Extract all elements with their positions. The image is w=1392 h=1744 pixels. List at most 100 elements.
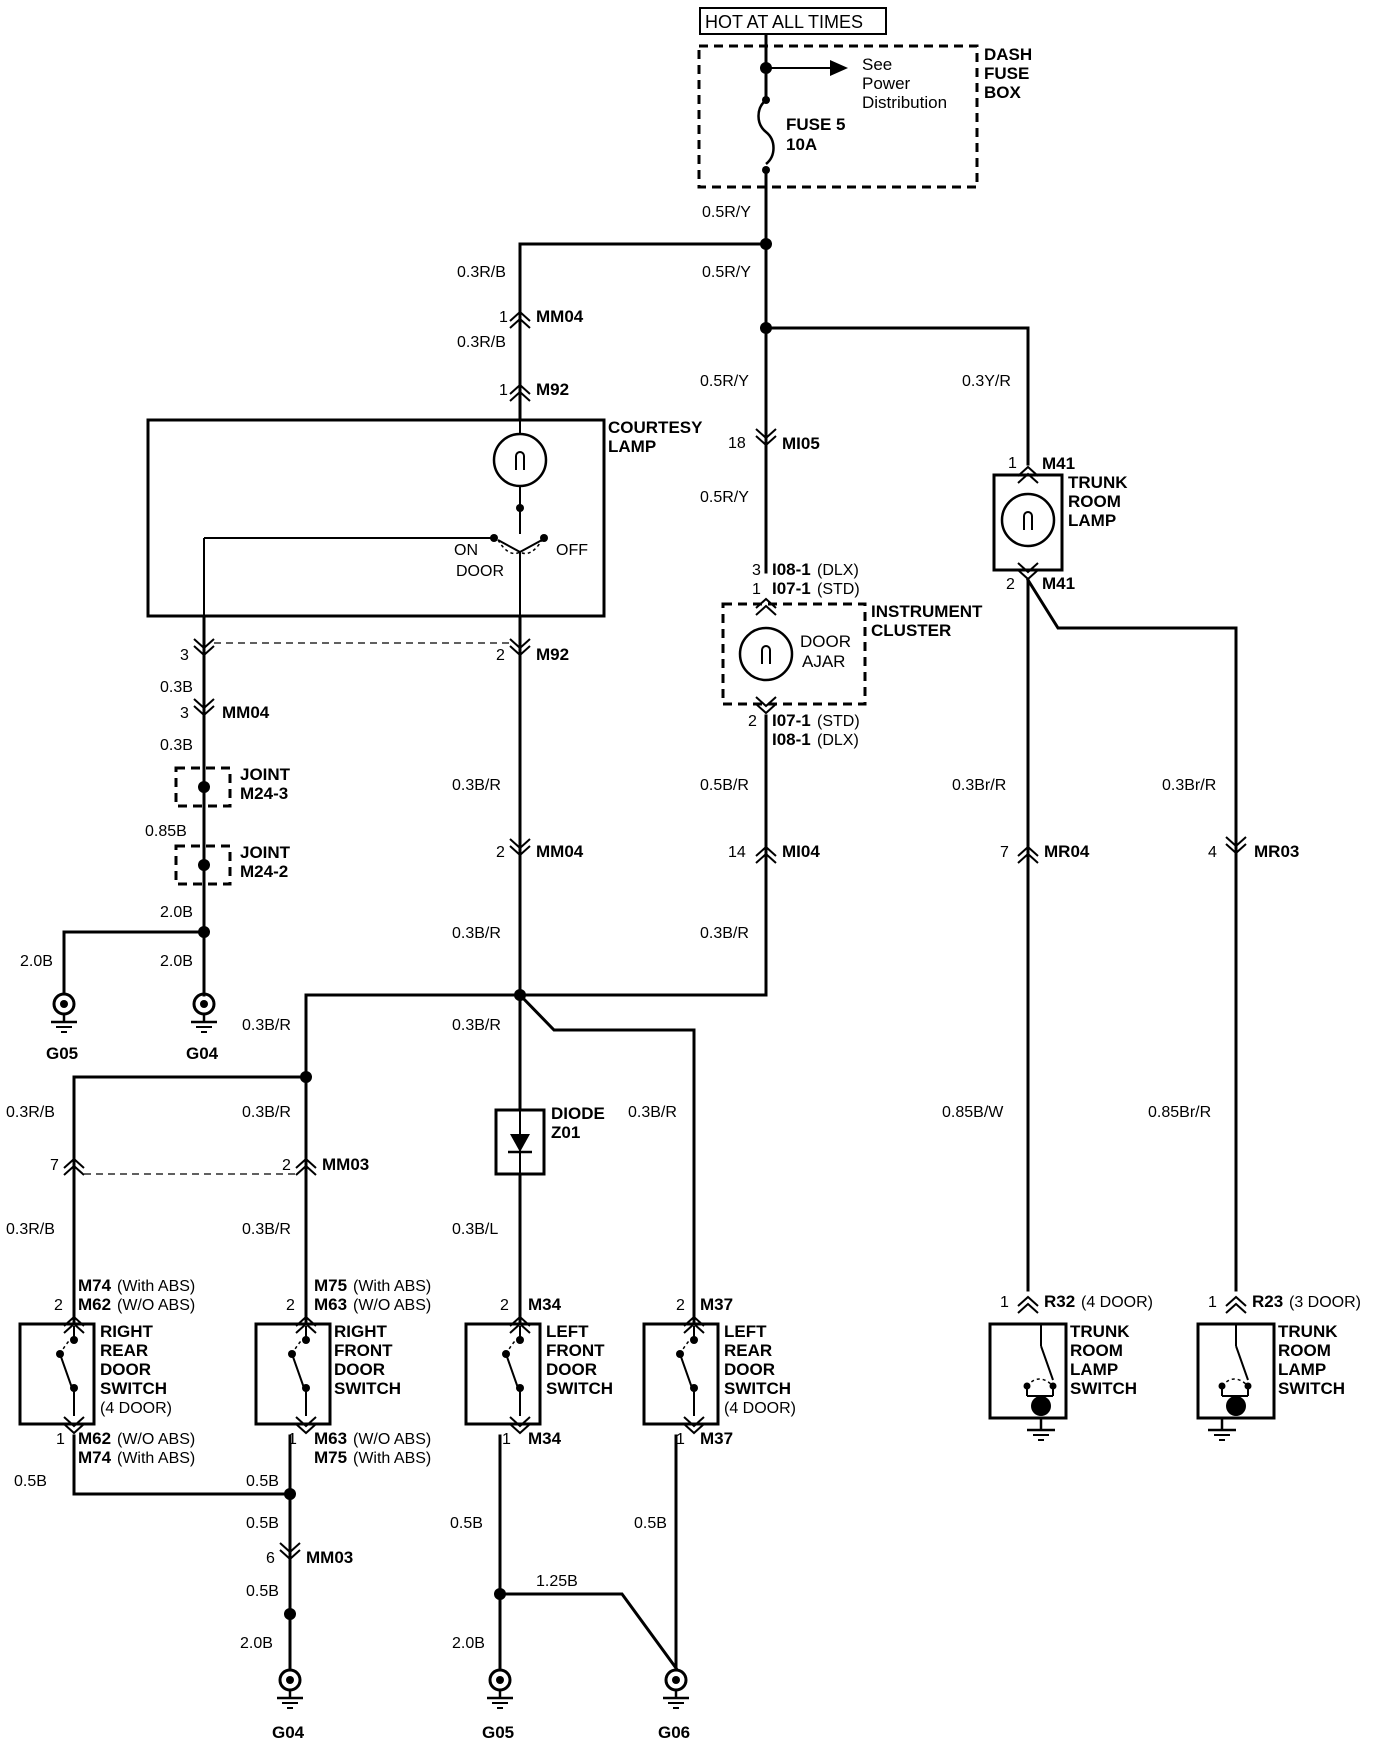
connector-m41: M41 xyxy=(1042,454,1075,473)
trunk-sw2-label: SWITCH xyxy=(1278,1379,1345,1398)
wire-label: 2.0B xyxy=(452,1635,485,1652)
see-text-1: See xyxy=(862,55,892,74)
wire-label: 0.3B xyxy=(160,737,193,754)
connector-i08: I08-1 xyxy=(772,560,811,579)
connector-note: (DLX) xyxy=(817,732,859,749)
conn-pin: 3 xyxy=(180,705,189,722)
wire-label: 0.3B/R xyxy=(628,1104,677,1121)
connector-m37: M37 xyxy=(700,1429,733,1448)
trunk-sw2-label: LAMP xyxy=(1278,1360,1326,1379)
lr-switch-label: (4 DOOR) xyxy=(724,1400,796,1417)
wire-label: 0.3R/B xyxy=(6,1104,55,1121)
ground-label: G06 xyxy=(658,1723,690,1742)
connector-mm04: MM04 xyxy=(536,842,584,861)
wire-label: 0.5B xyxy=(450,1515,483,1532)
joint2-label-1: JOINT xyxy=(240,843,291,862)
lr-switch-label: DOOR xyxy=(724,1360,775,1379)
connector-mi04: MI04 xyxy=(782,842,820,861)
rr-switch-label: REAR xyxy=(100,1341,148,1360)
conn-pin: 1 xyxy=(502,1431,511,1448)
lf-switch-label: FRONT xyxy=(546,1341,605,1360)
conn-pin: 2 xyxy=(500,1297,509,1314)
wire-label: 0.3B/R xyxy=(242,1221,291,1238)
connector-m34: M34 xyxy=(528,1429,562,1448)
wire-label: 0.3Br/R xyxy=(952,777,1006,794)
left-front-door-switch xyxy=(464,1322,542,1426)
fusebox-label-3: BOX xyxy=(984,83,1022,102)
rr-switch-label: DOOR xyxy=(100,1360,151,1379)
see-text-2: Power xyxy=(862,74,911,93)
supply-label-box xyxy=(699,7,887,35)
connector-i08: I08-1 xyxy=(772,730,811,749)
ground-icon xyxy=(275,1668,305,1710)
conn-pin: 1 xyxy=(1208,1294,1217,1311)
wire-label: 0.3R/B xyxy=(457,264,506,281)
see-text-3: Distribution xyxy=(862,93,947,112)
connector-note: (W/O ABS) xyxy=(353,1431,431,1448)
connector-note: (W/O ABS) xyxy=(117,1297,195,1314)
wire-label: 0.5B xyxy=(246,1515,279,1532)
wire-label: 0.3B/L xyxy=(452,1221,498,1238)
connector-m63: M63 xyxy=(314,1429,347,1448)
connector-note: (4 DOOR) xyxy=(1081,1294,1153,1311)
wire-label: 2.0B xyxy=(20,953,53,970)
conn-pin: 2 xyxy=(1006,576,1015,593)
rr-switch-label: RIGHT xyxy=(100,1322,154,1341)
trunk-lamp-switch-1 xyxy=(988,1322,1068,1420)
connector-mm04: MM04 xyxy=(536,307,584,326)
connector-m92: M92 xyxy=(536,645,569,664)
diode-label-2: Z01 xyxy=(551,1123,580,1142)
arrow-right-icon xyxy=(830,60,848,76)
conn-pin: 2 xyxy=(282,1157,291,1174)
conn-pin: 3 xyxy=(752,562,761,579)
connector-note: (With ABS) xyxy=(117,1450,195,1467)
connector-m75: M75 xyxy=(314,1448,347,1467)
conn-pin: 7 xyxy=(1000,844,1009,861)
connector-m34: M34 xyxy=(528,1295,562,1314)
ground-icon xyxy=(485,1668,515,1710)
conn-pin: 2 xyxy=(748,713,757,730)
connector-note: (With ABS) xyxy=(353,1450,431,1467)
right-front-door-switch xyxy=(254,1322,332,1426)
wire-label: 0.85Br/R xyxy=(1148,1104,1211,1121)
dash-fuse-box xyxy=(697,44,979,189)
joint-m24-2 xyxy=(174,844,232,886)
ground-label: G05 xyxy=(46,1044,78,1063)
connector-m37: M37 xyxy=(700,1295,733,1314)
trunk-sw2-label: ROOM xyxy=(1278,1341,1331,1360)
conn-pin: 4 xyxy=(1208,844,1217,861)
fuse-rating: 10A xyxy=(786,135,817,154)
wire-label: 0.3B/R xyxy=(242,1104,291,1121)
wire-label: 0.5B xyxy=(246,1473,279,1490)
conn-pin: 6 xyxy=(266,1550,275,1567)
lf-switch-label: LEFT xyxy=(546,1322,589,1341)
wire-label: 0.3B/R xyxy=(242,1017,291,1034)
connector-m62: M62 xyxy=(78,1429,111,1448)
connector-mi05: MI05 xyxy=(782,434,820,453)
wire-label: 0.5R/Y xyxy=(702,264,751,281)
diode-label-1: DIODE xyxy=(551,1104,605,1123)
lr-switch-label: LEFT xyxy=(724,1322,767,1341)
wire-label: 0.5B xyxy=(14,1473,47,1490)
fusebox-label-1: DASH xyxy=(984,45,1032,64)
cluster-label-1: INSTRUMENT xyxy=(871,602,983,621)
lf-switch-label: SWITCH xyxy=(546,1379,613,1398)
ground-icon xyxy=(49,992,79,1034)
connector-note: (With ABS) xyxy=(353,1278,431,1295)
wire-label: 0.3R/B xyxy=(6,1221,55,1238)
trunk-lamp-label-3: LAMP xyxy=(1068,511,1116,530)
fuse-icon xyxy=(757,99,775,165)
connector-note: (STD) xyxy=(817,713,860,730)
wire-label: 0.3B/R xyxy=(452,1017,501,1034)
cluster-inner-2: AJAR xyxy=(802,652,845,671)
wire-label: 0.3B/R xyxy=(452,777,501,794)
lf-switch-label: DOOR xyxy=(546,1360,597,1379)
trunk-sw1-label: TRUNK xyxy=(1070,1322,1130,1341)
trunk-room-lamp xyxy=(992,473,1064,572)
right-rear-door-switch xyxy=(18,1322,96,1426)
connector-mr03: MR03 xyxy=(1254,842,1299,861)
conn-pin: 1 xyxy=(499,309,508,326)
connector-m75: M75 xyxy=(314,1276,347,1295)
ground-label: G04 xyxy=(186,1044,219,1063)
courtesy-label-1: COURTESY xyxy=(608,418,703,437)
